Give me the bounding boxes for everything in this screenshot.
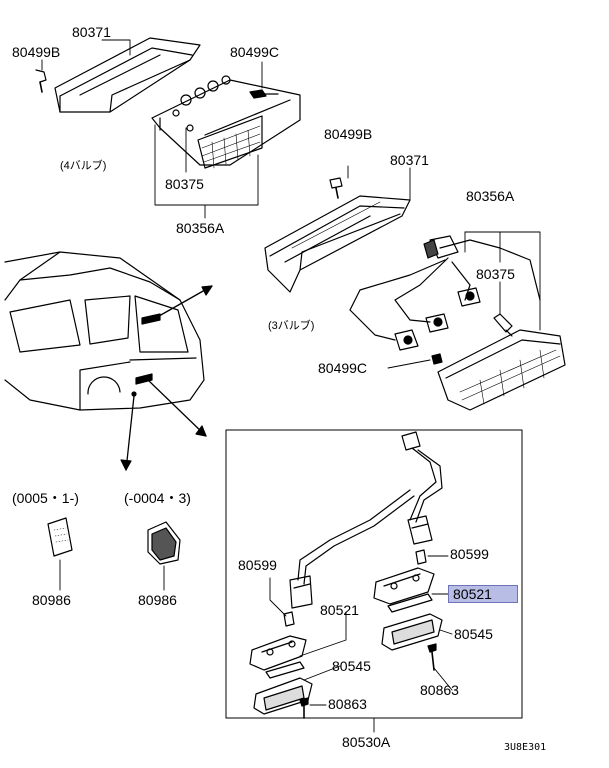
screw-80499B-top [35,69,47,93]
bulb-count-note-3: (3バルブ) [268,320,315,332]
part-label-80499c-mid: 80499C [318,360,368,376]
license-lamp-assembly-box [225,429,523,719]
part-label-80499b-mid: 80499B [324,126,373,142]
part-label-80545-left: 80545 [332,658,371,674]
gasket-80521-left [265,661,305,679]
bulb-80599-right [415,549,427,565]
part-label-80375-top: 80375 [165,176,204,192]
wiring-harness-3bulb [349,235,541,341]
diagram-reference-code: 3U8E301 [504,742,547,753]
stop-lamp-housing-4bulb [54,37,201,113]
bulb-80599-left [283,611,295,627]
part-label-80986-left: 80986 [32,592,71,608]
part-label-80545-right: 80545 [454,626,493,642]
gasket-80521-right [387,593,433,613]
date-range-from: (0005・1-) [12,490,79,506]
lens-80545-right [381,613,443,651]
part-label-80530a: 80530A [342,734,391,750]
lamp-base-plate-4bulb [151,75,301,166]
screw-80863-right [427,643,437,671]
screw-80863-left [299,697,309,719]
arrow-to-reflector [120,395,135,471]
bulb-count-note-4: (4バルブ) [60,160,107,172]
vehicle-outline [4,251,205,411]
part-label-80521-right-highlighted[interactable]: 80521 [448,585,518,603]
part-label-80863-left: 80863 [328,696,367,712]
bulb-sockets-3bulb [394,287,481,351]
part-label-80356a-top: 80356A [176,220,225,236]
part-label-80863-right: 80863 [420,682,459,698]
part-label-80375-right: 80375 [476,266,515,282]
screw-80499C-mid [431,353,443,365]
arrow-to-stoplamp [151,285,213,321]
part-label-80986-right: 80986 [138,592,177,608]
screw-80499B-mid [329,177,343,199]
lamp-lens-3bulb [437,329,566,411]
license-lamp-harness [289,431,443,609]
part-label-80599-right: 80599 [450,546,489,562]
bulb-80375-right [493,313,513,337]
reflector-80986-right [147,521,181,565]
arrow-to-license-lamp [147,379,207,437]
part-label-80356a-right: 80356A [466,188,515,204]
date-range-to: (-0004・3) [124,490,191,506]
reflector-80986-left [47,517,73,557]
screw-80499C-top [249,89,279,99]
part-label-80499b-top: 80499B [12,44,61,60]
stop-lamp-housing-3bulb [264,195,411,293]
part-label-80371-top: 80371 [72,24,111,40]
part-label-80521-left: 80521 [320,602,359,618]
part-label-80499c-top: 80499C [230,44,280,60]
part-label-80371-mid: 80371 [390,152,429,168]
lamp-socket-80521-right [373,567,435,605]
lamp-lens-4bulb [197,115,263,169]
part-label-80599-left: 80599 [238,557,277,573]
lamp-socket-80521-left [249,635,307,671]
